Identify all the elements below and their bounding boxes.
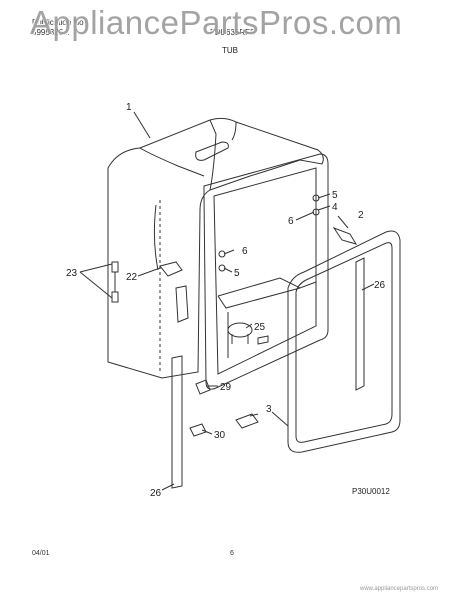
publication-number: 5995326... xyxy=(32,28,70,37)
part-30 xyxy=(190,424,206,436)
model-number: FDB635RFS xyxy=(210,28,256,37)
tub-front-frame xyxy=(204,154,328,389)
footer-credit: www.appliancepartspros.com xyxy=(360,586,439,592)
publication-label: Publication No xyxy=(32,18,84,27)
callout-6-upper: 6 xyxy=(288,216,294,227)
callout-26-left: 26 xyxy=(150,488,162,499)
callout-5-lower: 5 xyxy=(234,268,240,279)
hinge-bracket-2 xyxy=(334,228,356,244)
sump-25 xyxy=(228,323,252,337)
callout-6-lower: 6 xyxy=(242,246,248,257)
diagram-code: P30U0012 xyxy=(352,487,390,496)
tub-body xyxy=(108,118,323,378)
footer-date: 04/01 xyxy=(32,550,50,557)
part-29 xyxy=(196,380,210,394)
footer-page: 6 xyxy=(230,550,234,557)
callout-25: 25 xyxy=(254,322,266,333)
bracket-23-upper xyxy=(112,262,118,272)
part-28 xyxy=(236,414,258,428)
callout-30: 30 xyxy=(214,430,226,441)
clip-22 xyxy=(160,262,182,276)
door-gasket-3 xyxy=(288,231,400,452)
callout-29: 29 xyxy=(220,382,232,393)
seal-26-left xyxy=(172,356,182,488)
seal-26-right xyxy=(356,258,364,390)
callout-5-upper: 5 xyxy=(332,190,338,201)
callout-2: 2 xyxy=(358,210,364,221)
bracket-23-lower xyxy=(112,292,118,302)
watermark-text: AppliancePartsPros.com xyxy=(30,4,403,41)
callout-3: 3 xyxy=(266,404,272,415)
callout-22: 22 xyxy=(126,272,138,283)
section-title: TUB xyxy=(222,46,238,55)
tub-vent xyxy=(196,142,229,160)
callout-26-right: 26 xyxy=(374,280,386,291)
callout-4: 4 xyxy=(332,202,338,213)
callout-1: 1 xyxy=(126,102,132,113)
callout-23: 23 xyxy=(66,268,78,279)
